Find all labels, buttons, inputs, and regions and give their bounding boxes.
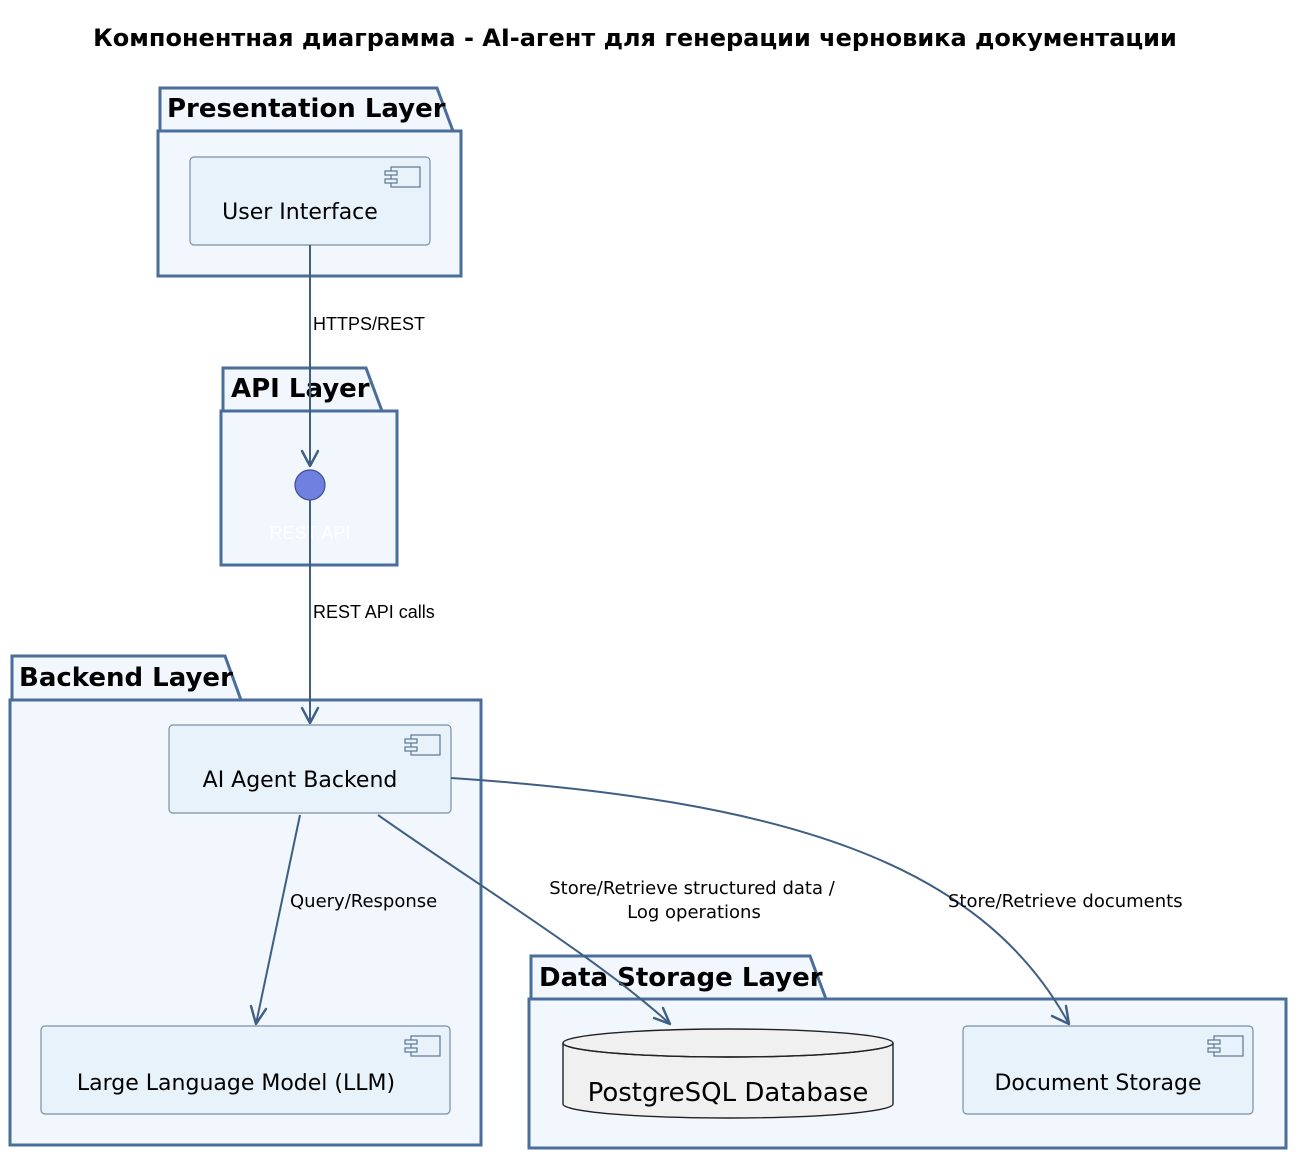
edge-backend-to-llm: Query/Response bbox=[249, 814, 437, 1026]
database-postgresql-label: PostgreSQL Database bbox=[588, 1078, 869, 1108]
database-postgresql[interactable]: PostgreSQL Database bbox=[562, 1028, 894, 1119]
edge-ui-to-api: HTTPS/REST bbox=[300, 245, 425, 468]
component-user-interface[interactable]: User Interface bbox=[189, 156, 431, 246]
edge-backend-to-docs-label: Store/Retrieve documents bbox=[948, 891, 1183, 912]
component-icon bbox=[384, 166, 421, 188]
edge-backend-to-db: Store/Retrieve structured data / Log ope… bbox=[377, 814, 836, 1026]
component-ai-agent-backend-box[interactable] bbox=[168, 724, 452, 814]
edge-api-to-backend: REST API calls bbox=[300, 500, 435, 725]
interface-rest-api-circle[interactable] bbox=[294, 469, 326, 501]
component-ai-agent-backend[interactable]: AI Agent Backend bbox=[168, 724, 452, 814]
edge-api-to-backend-label: REST API calls bbox=[313, 602, 435, 622]
edge-ui-to-api-arrowhead bbox=[300, 449, 320, 468]
edge-backend-to-docs-line bbox=[450, 777, 1070, 1025]
edge-backend-to-llm-label: Query/Response bbox=[290, 891, 437, 912]
edge-backend-to-db-line bbox=[377, 814, 671, 1025]
edge-backend-to-llm-arrowhead bbox=[249, 1004, 268, 1026]
database-cylinder-rim bbox=[562, 1042, 894, 1058]
edge-backend-to-db-arrowhead bbox=[652, 1006, 672, 1026]
package-storage-title: Data Storage Layer bbox=[539, 963, 823, 993]
edge-backend-to-docs-arrowhead bbox=[1050, 1004, 1071, 1026]
package-presentation-title: Presentation Layer bbox=[167, 94, 446, 124]
diagram-title: Компонентная диаграмма - AI-агент для ге… bbox=[93, 24, 1177, 52]
component-user-interface-label: User Interface bbox=[222, 200, 378, 225]
edge-backend-to-db-label-line1: Store/Retrieve structured data / bbox=[549, 878, 835, 899]
component-document-storage-label: Document Storage bbox=[994, 1071, 1201, 1096]
database-cylinder-body[interactable] bbox=[562, 1043, 894, 1119]
edge-ui-to-api-label: HTTPS/REST bbox=[313, 314, 425, 334]
edge-backend-to-db-label-line2: Log operations bbox=[627, 902, 761, 923]
component-document-storage-box[interactable] bbox=[962, 1025, 1254, 1115]
component-ai-agent-backend-label: AI Agent Backend bbox=[203, 768, 398, 793]
component-icon bbox=[1207, 1035, 1244, 1057]
edge-backend-to-docs: Store/Retrieve documents bbox=[450, 777, 1183, 1026]
edge-api-to-backend-arrowhead bbox=[300, 706, 320, 725]
component-document-storage[interactable]: Document Storage bbox=[962, 1025, 1254, 1115]
component-icon bbox=[404, 1035, 441, 1057]
package-backend-title: Backend Layer bbox=[19, 663, 233, 693]
component-llm-label: Large Language Model (LLM) bbox=[77, 1071, 395, 1096]
package-api-title: API Layer bbox=[231, 374, 370, 404]
component-llm-box[interactable] bbox=[40, 1025, 451, 1115]
component-icon bbox=[404, 734, 441, 756]
component-llm[interactable]: Large Language Model (LLM) bbox=[40, 1025, 451, 1115]
edge-backend-to-llm-line bbox=[255, 814, 301, 1025]
